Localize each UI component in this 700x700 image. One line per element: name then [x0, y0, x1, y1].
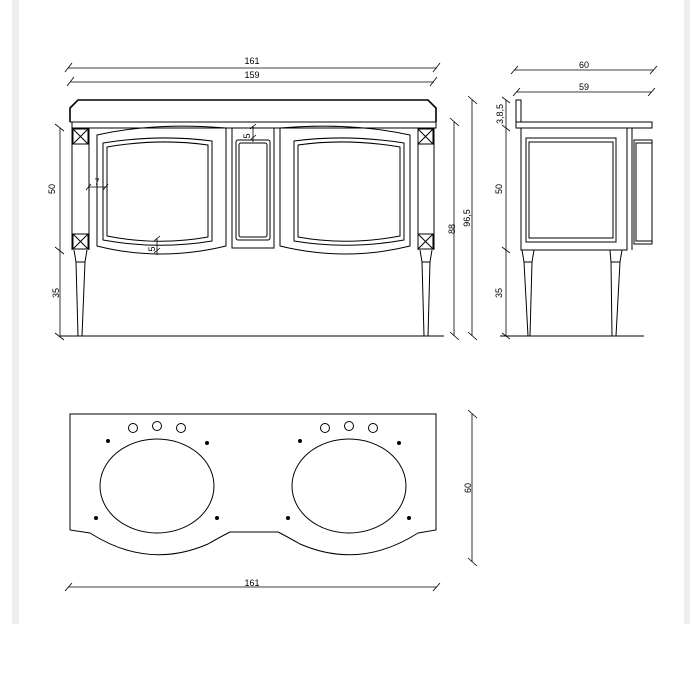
dim-label-7: 7: [94, 177, 99, 187]
dim-side-depth-body: 59: [512, 82, 656, 97]
dim-label-161: 161: [244, 56, 259, 66]
dim-label-side-60: 60: [579, 60, 589, 70]
dim-side-leg-height: 35: [494, 250, 511, 340]
faucet-hole-icon: [344, 421, 354, 431]
dim-label-96-5: 96,5: [462, 209, 472, 227]
dim-top-width: 161: [64, 578, 441, 592]
front-door-right: [279, 125, 411, 255]
dim-label-backsplash: 3,8,5: [495, 104, 505, 124]
side-view: 60 59: [494, 60, 658, 340]
side-countertop: [515, 99, 653, 129]
front-cabinet: 7 5 5: [71, 123, 435, 255]
front-corner-block-bl: [72, 233, 89, 250]
dim-side-backsplash: 3,8,5: [495, 96, 511, 132]
front-center-panel: [231, 127, 275, 249]
dim-bottom-5: 5: [147, 235, 161, 255]
faucet-hole-icon: [320, 423, 330, 433]
mounting-point-icon: [397, 441, 401, 445]
side-cabinet: [520, 127, 653, 251]
dim-label-center-5: 5: [242, 133, 252, 138]
dim-label-side-59: 59: [579, 82, 589, 92]
side-legs: [521, 249, 623, 337]
dim-top-depth: 60: [463, 409, 478, 567]
dim-front-width-top: 161: [64, 56, 441, 73]
front-countertop: [69, 99, 437, 129]
faucet-hole-icon: [368, 423, 378, 433]
dim-side-cabinet-height: 50: [494, 128, 511, 254]
dim-label-88: 88: [447, 224, 457, 234]
front-view: 161 159: [47, 56, 478, 341]
front-door-left: [96, 125, 227, 255]
dim-label-front-50: 50: [47, 184, 57, 194]
dim-label-top-161: 161: [244, 578, 259, 588]
mounting-point-icon: [215, 516, 219, 520]
mounting-point-icon: [407, 516, 411, 520]
dim-front-height-88: 88: [447, 117, 460, 341]
mounting-point-icon: [106, 439, 110, 443]
dim-front-leg-height: 35: [51, 250, 65, 341]
top-countertop-outline: [69, 413, 437, 556]
top-basin-right: [286, 421, 411, 534]
dim-label-front-35: 35: [51, 288, 61, 298]
page-border-left: [12, 0, 19, 624]
dim-center-5: 5: [242, 123, 257, 142]
faucet-hole-icon: [128, 423, 138, 433]
dim-label-side-35: 35: [494, 288, 504, 298]
top-view: 60 161: [64, 409, 478, 592]
mounting-point-icon: [94, 516, 98, 520]
top-basin-left: [94, 421, 219, 534]
page-border-right: [684, 0, 690, 624]
mounting-point-icon: [205, 441, 209, 445]
front-corner-block-br: [417, 233, 434, 250]
dim-front-cabinet-height: 50: [47, 123, 65, 255]
faucet-hole-icon: [152, 421, 162, 431]
faucet-hole-icon: [176, 423, 186, 433]
dim-side-depth-top: 60: [510, 60, 658, 75]
front-legs: [73, 249, 433, 337]
mounting-point-icon: [298, 439, 302, 443]
front-corner-block-tl: [72, 128, 89, 145]
front-corner-block-tr: [417, 128, 434, 145]
dim-label-side-50: 50: [494, 184, 504, 194]
mounting-point-icon: [286, 516, 290, 520]
dim-label-bottom-5: 5: [147, 246, 157, 251]
dim-front-width-body: 159: [66, 70, 438, 87]
dim-label-159: 159: [244, 70, 259, 80]
dim-front-height-96-5: 96,5: [462, 95, 478, 341]
dim-label-top-60: 60: [463, 483, 473, 493]
dim-frame-7: 7: [85, 177, 109, 191]
